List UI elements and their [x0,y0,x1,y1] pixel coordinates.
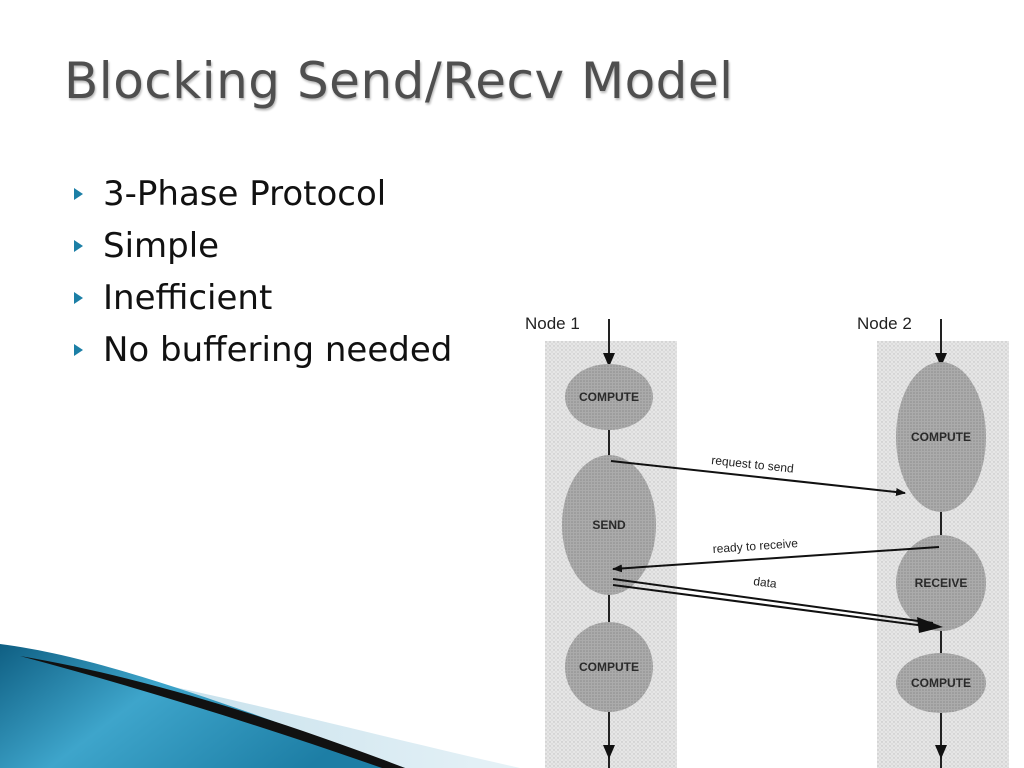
bullet-item: 3-Phase Protocol [74,168,452,220]
triangle-bullet-icon [74,240,83,252]
bullet-list: 3-Phase Protocol Simple Inefficient No b… [74,168,452,376]
bullet-item: Simple [74,220,452,272]
triangle-bullet-icon [74,188,83,200]
phase-label: SEND [592,518,626,532]
data-arrow-line [612,578,934,624]
node-1-arrow-icon [603,745,615,759]
phase-label: RECEIVE [915,576,968,590]
node-1-compute-phase [565,622,653,712]
node-2-compute-phase [896,653,986,713]
node-1-compute-phase [565,364,653,430]
bullet-text: Inefficient [103,278,273,318]
bullet-item: No buffering needed [74,324,452,376]
node-2-receive-phase [896,535,986,631]
message-label: ready to receive [712,536,798,556]
node-2-compute-phase [896,362,986,512]
phase-label: COMPUTE [911,430,971,444]
ready-arrow [612,546,940,573]
bullet-item: Inefficient [74,272,452,324]
triangle-bullet-icon [74,344,83,356]
node-2-arrow-icon [935,353,947,367]
blocking-send-recv-diagram: Node 1 Node 2 COMPUTE SEND COMPUTE COMPU… [525,314,1009,768]
bullet-text: Simple [103,226,220,266]
bullet-text: 3-Phase Protocol [103,174,387,214]
decorative-swoosh [0,644,520,768]
request-arrow [610,460,906,497]
triangle-bullet-icon [74,292,83,304]
node-2-arrow-icon [935,745,947,759]
message-label: data [753,574,778,591]
phase-label: COMPUTE [911,676,971,690]
data-arrow-line [612,584,934,628]
bullet-text: No buffering needed [103,330,453,370]
node-1-send-phase [562,455,656,595]
node-1-label: Node 1 [525,314,580,333]
node-2-label: Node 2 [857,314,912,333]
node-1-arrow-icon [603,353,615,367]
phase-label: COMPUTE [579,660,639,674]
slide-title: Blocking Send/Recv Model [64,52,734,110]
phase-label: COMPUTE [579,390,639,404]
data-arrow-icon [917,617,943,633]
